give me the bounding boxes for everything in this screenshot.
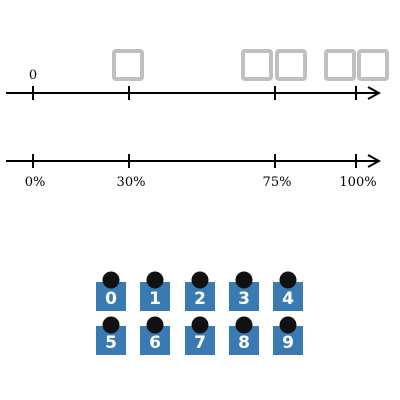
number-card-6[interactable]: 6 xyxy=(140,316,170,356)
number-card-3[interactable]: 3 xyxy=(229,271,259,312)
placeholder-box xyxy=(357,49,389,81)
bottom-tick-label-0: 0% xyxy=(25,175,46,190)
grab-dot-icon[interactable] xyxy=(146,316,164,334)
grab-dot-icon[interactable] xyxy=(146,271,164,289)
grab-dot-icon[interactable] xyxy=(102,271,120,289)
placeholder-box xyxy=(112,49,144,81)
card-label: 2 xyxy=(194,289,206,309)
grab-dot-icon[interactable] xyxy=(191,316,209,334)
placeholder-box xyxy=(324,49,356,81)
top-zero-label: 0 xyxy=(29,68,37,83)
card-label: 4 xyxy=(282,289,294,309)
number-card-0[interactable]: 0 xyxy=(96,271,126,312)
placeholder-box xyxy=(241,49,273,81)
card-row-1: 5 6 7 8 9 xyxy=(96,316,303,356)
number-card-2[interactable]: 2 xyxy=(185,271,215,312)
card-label: 3 xyxy=(238,289,250,309)
number-card-8[interactable]: 8 xyxy=(229,316,259,356)
number-card-1[interactable]: 1 xyxy=(140,271,170,312)
number-card-5[interactable]: 5 xyxy=(96,316,126,356)
bottom-tick-label-2: 75% xyxy=(263,175,292,190)
grab-dot-icon[interactable] xyxy=(235,271,253,289)
card-label: 6 xyxy=(149,333,161,353)
grab-dot-icon[interactable] xyxy=(279,271,297,289)
grab-dot-icon[interactable] xyxy=(279,316,297,334)
card-label: 8 xyxy=(238,333,250,353)
card-label: 0 xyxy=(105,289,117,309)
card-label: 5 xyxy=(105,333,117,353)
card-row-0: 0 1 2 3 4 xyxy=(96,271,303,312)
grab-dot-icon[interactable] xyxy=(235,316,253,334)
card-label: 1 xyxy=(149,289,161,309)
card-label: 7 xyxy=(194,333,206,353)
card-label: 9 xyxy=(282,333,294,353)
top-number-line: 0 xyxy=(6,49,389,100)
placeholder-box xyxy=(275,49,307,81)
grab-dot-icon[interactable] xyxy=(191,271,209,289)
bottom-tick-label-3: 100% xyxy=(339,175,376,190)
number-card-7[interactable]: 7 xyxy=(185,316,215,356)
grab-dot-icon[interactable] xyxy=(102,316,120,334)
bottom-tick-label-1: 30% xyxy=(117,175,146,190)
number-card-4[interactable]: 4 xyxy=(273,271,303,312)
number-card-9[interactable]: 9 xyxy=(273,316,303,356)
bottom-number-line: 0% 30% 75% 100% xyxy=(6,154,379,190)
